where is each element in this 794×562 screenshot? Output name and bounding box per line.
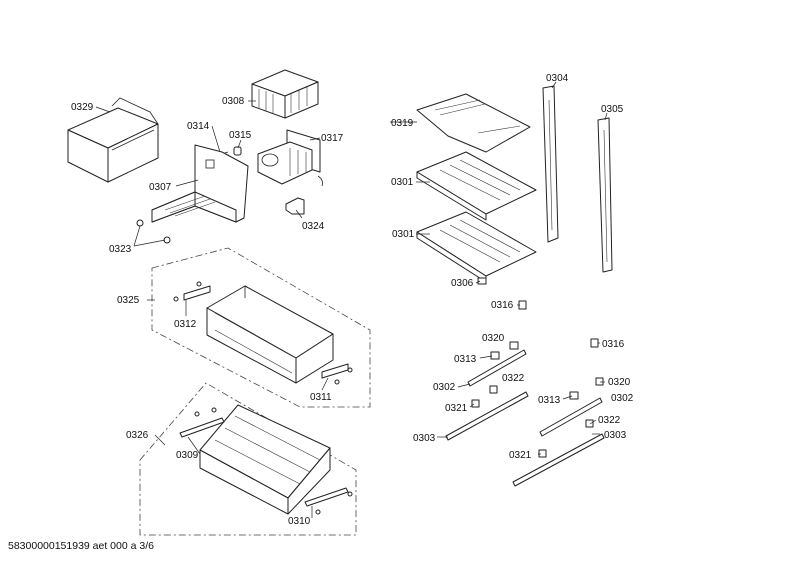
part-0308-housing [251, 69, 319, 119]
label-0307: 0307 [149, 182, 172, 193]
part-0316-clip-lower [590, 338, 599, 348]
label-0306: 0306 [451, 278, 474, 289]
part-0311-runner-bracket [321, 363, 353, 385]
label-0320-left: 0320 [482, 333, 505, 344]
part-0307-bracket [151, 144, 249, 223]
part-0306-clip [477, 277, 487, 285]
label-0324: 0324 [302, 221, 325, 232]
label-0321-left: 0321 [445, 403, 468, 414]
label-0322-right: 0322 [598, 415, 621, 426]
part-0324-clip [285, 197, 305, 215]
label-0313-left: 0313 [454, 354, 477, 365]
label-0308: 0308 [222, 96, 245, 107]
part-0304-rail [542, 85, 559, 243]
label-0303-right: 0303 [604, 430, 627, 441]
label-0329: 0329 [71, 102, 94, 113]
label-0316-upper: 0316 [491, 300, 514, 311]
label-0321-right: 0321 [509, 450, 532, 461]
label-0315: 0315 [229, 130, 252, 141]
label-0305: 0305 [601, 104, 624, 115]
label-0304: 0304 [546, 73, 569, 84]
part-0301-shelf-upper [416, 151, 537, 221]
leader-lines [95, 81, 608, 518]
label-0314: 0314 [187, 121, 210, 132]
label-0319: 0319 [391, 118, 414, 129]
label-0320-right: 0320 [608, 377, 631, 388]
part-0310-runner [304, 487, 353, 515]
part-0317-module [257, 129, 323, 187]
label-0317: 0317 [321, 133, 344, 144]
label-0323: 0323 [109, 244, 132, 255]
part-0312-runner-bracket [173, 281, 211, 302]
label-0303-left: 0303 [413, 433, 436, 444]
label-0309: 0309 [176, 450, 199, 461]
drawer-group-0325 [151, 247, 371, 408]
label-0316-lower: 0316 [602, 339, 625, 350]
part-0305-rail [597, 117, 613, 273]
label-0325: 0325 [117, 295, 140, 306]
part-0301-shelf-lower [416, 211, 537, 283]
part-0302-slide-left [467, 341, 527, 387]
part-0315-knob [233, 146, 242, 156]
part-0316-clip-upper [518, 300, 527, 310]
document-reference: 58300000151939 aet 000 a 3/6 [8, 540, 154, 552]
label-0302-right: 0302 [611, 393, 634, 404]
part-0309-runner [179, 407, 225, 438]
label-0301-upper: 0301 [391, 177, 414, 188]
part-labels: 0329 0308 0314 0315 0317 0307 0324 0323 … [71, 73, 634, 527]
label-0326: 0326 [126, 430, 149, 441]
part-0303-slide-right [512, 419, 605, 487]
part-0329-box [67, 97, 159, 183]
part-0319-shelf [416, 93, 531, 153]
part-0323-screws [136, 219, 171, 244]
label-0311: 0311 [310, 392, 332, 403]
label-0312: 0312 [174, 319, 197, 330]
drawer-group-0326 [139, 382, 357, 536]
label-0302-left: 0302 [433, 382, 456, 393]
part-0303-slide-left [445, 385, 529, 441]
label-0322-left: 0322 [502, 373, 525, 384]
label-0301-lower: 0301 [392, 229, 415, 240]
label-0310: 0310 [288, 516, 311, 527]
part-0302-slide-right [539, 377, 604, 437]
label-0313-right: 0313 [538, 395, 561, 406]
